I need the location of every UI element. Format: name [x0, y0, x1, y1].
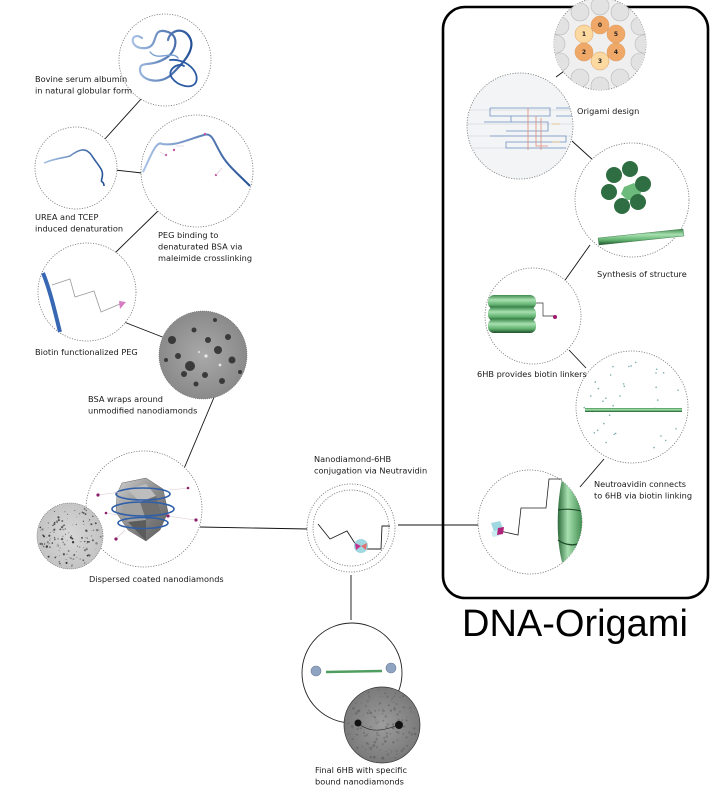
step-label-dispersed: Dispersed coated nanodiamonds	[89, 574, 224, 584]
step-label-synthesis: Synthesis of structure	[597, 269, 687, 279]
neutravidin-linking-node	[477, 469, 583, 575]
connector-line	[114, 210, 159, 254]
dna-origami-group-title: DNA-Origami	[462, 603, 688, 645]
helix-number-label: 1	[582, 31, 586, 38]
six-helix-bundle-side-icon	[488, 295, 536, 333]
denatured-bsa-strand-icon	[43, 149, 105, 187]
neutravidin-icon	[491, 521, 504, 537]
nanodiamond-icon	[310, 665, 322, 677]
connector-line	[103, 97, 143, 141]
tem-speckles	[39, 507, 102, 567]
connector-line	[568, 349, 587, 369]
connector-line	[579, 458, 605, 488]
origami-design-node	[466, 72, 574, 180]
biotin-icon	[553, 315, 557, 319]
denaturation-node	[34, 126, 118, 210]
biotin-linkers-node	[484, 267, 582, 365]
connector-line	[123, 321, 166, 339]
helix-number-label: 2	[582, 49, 586, 56]
six-helix-bundle-rod-icon	[597, 228, 685, 246]
bsa-backbone-icon	[41, 272, 62, 333]
dna-6hb-rod-icon	[325, 669, 383, 674]
helix-cross-section-icon: 0 1 2 3 4 5	[574, 15, 626, 71]
tem-speckles	[346, 688, 418, 761]
tem-image-dispersed	[36, 502, 104, 570]
helix-number-label: 5	[614, 31, 618, 38]
connector-line	[114, 169, 143, 174]
tem-image-final	[343, 686, 421, 764]
six-helix-bundle-end-icon	[557, 471, 582, 567]
biotin-linker-icon	[536, 302, 554, 317]
bsa-wraps-node	[158, 310, 248, 400]
biotin-linker-icon	[499, 478, 562, 536]
neutravidin-icon	[354, 539, 368, 553]
cadnano-strand-diagram	[467, 107, 573, 150]
rod-with-linkers-node	[575, 350, 689, 464]
synthesis-node	[574, 142, 690, 258]
biotin-peg-node	[37, 242, 137, 342]
biotin-icon	[119, 301, 126, 309]
conjugation-node	[306, 483, 396, 573]
biotin-dot-icon	[96, 486, 198, 541]
helix-circle	[606, 24, 626, 44]
helix-number-label: 3	[598, 58, 602, 65]
connector-line	[182, 394, 216, 472]
connector-lines	[103, 60, 605, 620]
helix-number-label: 4	[614, 49, 618, 56]
linker-dots	[583, 361, 679, 449]
peg-binding-node	[140, 114, 254, 228]
nanodiamond-gem-icon	[111, 477, 175, 542]
step-label-biotin-linkers: 6HB provides biotin linkers	[477, 369, 587, 379]
peg-linker-icon	[51, 278, 121, 313]
nanodiamond-icon	[385, 662, 397, 674]
connector-line	[562, 244, 591, 284]
bsa-protein-ribbon-icon	[131, 29, 198, 88]
final-node	[301, 622, 421, 764]
origami-helix-layout-node: 0 1 2 3 4 5	[553, 0, 647, 91]
bsa-peg-strand-icon	[142, 133, 251, 187]
helix-number-label: 0	[598, 22, 602, 29]
connector-line	[199, 526, 309, 530]
connector-line	[571, 140, 595, 162]
helix-circle	[590, 51, 610, 71]
step-label-origami-design: Origami design	[577, 106, 639, 116]
six-helix-bundle-rod-icon	[585, 408, 682, 412]
helix-circle	[590, 15, 610, 35]
dispersed-node	[36, 450, 203, 570]
step-label-biotin-peg: Biotin functionalized PEG	[35, 347, 138, 357]
helix-circle	[574, 42, 594, 62]
bsa-native-node	[118, 13, 212, 107]
tem-image-nanodiamonds	[158, 310, 248, 400]
six-helix-bundle-cross-section-icon	[601, 161, 651, 214]
